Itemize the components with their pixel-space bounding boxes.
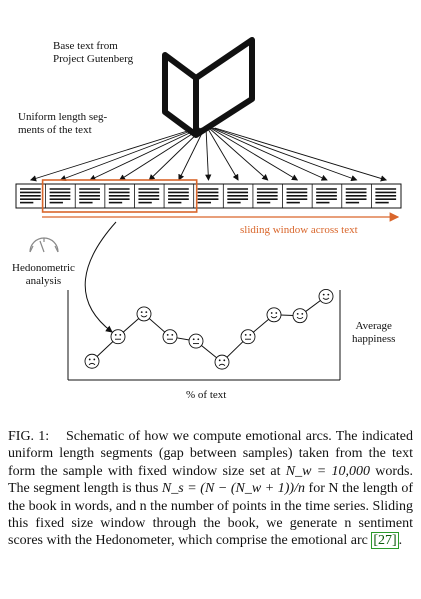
segment-arrow (148, 127, 204, 181)
text-segment (104, 184, 130, 208)
segment-arrow (213, 127, 358, 182)
analysis-arrow (84, 221, 117, 333)
segment-arrow (210, 127, 299, 181)
base-text-label: Base text from Project Gutenberg (53, 40, 134, 65)
sliding-window-label: sliding window across text (240, 224, 358, 236)
face-sad-icon (84, 353, 100, 369)
text-segment (222, 184, 249, 208)
segment-arrow (29, 127, 198, 182)
text-segment (20, 188, 41, 204)
face-sad-icon (214, 354, 230, 370)
average-happiness-label: Average happiness (352, 320, 396, 345)
segment-arrow (211, 127, 328, 181)
segment-arrow (178, 127, 205, 181)
plot-axes (67, 290, 341, 381)
arc-line (91, 295, 327, 363)
caption-end: . (398, 533, 403, 549)
segment-arrows (29, 127, 388, 182)
book-icon (162, 37, 255, 138)
face-happy-icon (136, 306, 152, 322)
emotional-arc (84, 288, 334, 370)
face-happy-icon (318, 288, 334, 304)
caption-fig-label: FIG. 1: (8, 429, 50, 444)
caption-nw-eq: N_w = 10,000 (285, 463, 370, 479)
text-segment (163, 184, 189, 208)
segment-arrow (205, 127, 212, 181)
face-happy-icon (266, 307, 282, 323)
segment-arrow (207, 127, 239, 181)
text-segment (193, 184, 219, 208)
text-segment (282, 184, 308, 208)
figure-caption: FIG. 1: Schematic of how we compute emot… (8, 428, 413, 550)
hedonometer-icon (29, 237, 59, 253)
hedonometric-label: Hedonometric analysis (12, 262, 75, 287)
face-happy-icon (292, 308, 308, 324)
text-segment (341, 184, 367, 208)
text-segment (134, 184, 160, 208)
caption-text-1: Schematic of how we compute emotional ar… (8, 429, 414, 479)
face-neutral-icon (110, 329, 126, 345)
text-segment (45, 184, 71, 208)
text-segment (370, 184, 397, 208)
x-axis-label: % of text (186, 389, 227, 401)
segment-arrow (59, 127, 199, 182)
sliding-window-box (41, 179, 198, 213)
segments-label: Uniform length seg- ments of the text (18, 111, 108, 136)
text-segment (252, 184, 278, 208)
text-segments-bar (15, 179, 402, 213)
caption-text-2: words. The segment length is thus (8, 463, 413, 497)
figure-diagram (15, 37, 402, 381)
figure: Base text from Project Gutenberg Uniform… (12, 37, 402, 401)
citation-link[interactable]: [27] (371, 532, 399, 550)
segment-arrow (214, 127, 388, 182)
text-segment (311, 184, 337, 208)
text-segment (74, 184, 100, 208)
caption-ns-eq: N_s = (N − (N_w + 1))/n (161, 481, 305, 497)
face-neutral-icon (162, 329, 178, 345)
face-neutral-icon (188, 333, 204, 349)
segment-arrow (118, 127, 202, 181)
segment-arrow (208, 127, 269, 181)
caption-text-3: for N the length of the book in words, a… (8, 481, 413, 549)
face-neutral-icon (240, 329, 256, 345)
segment-arrow (89, 127, 201, 181)
